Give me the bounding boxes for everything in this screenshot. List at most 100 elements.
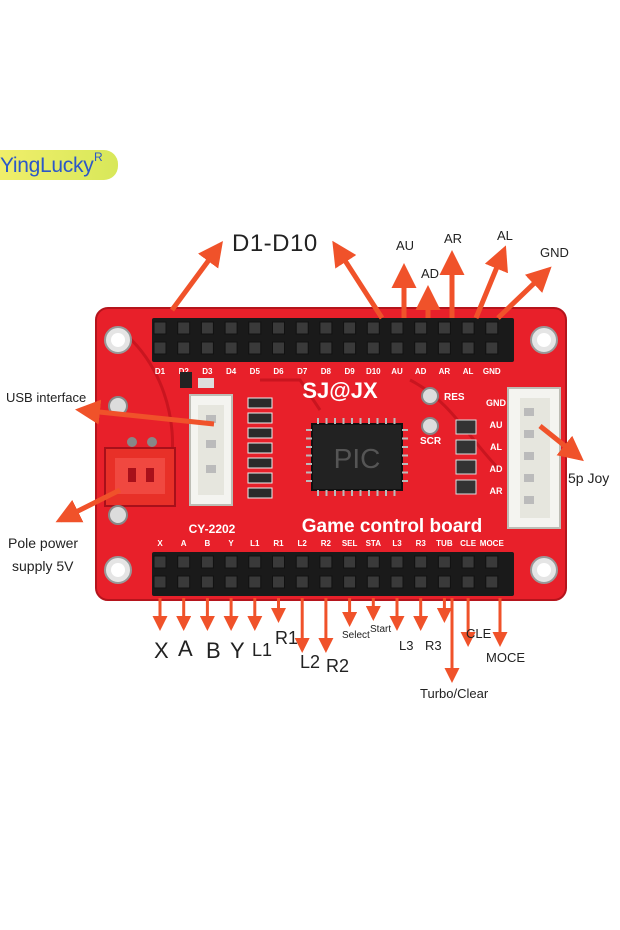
annotation-gnd: GND — [540, 245, 569, 260]
top-pin — [390, 321, 404, 335]
top-pin — [437, 321, 451, 335]
scr-pad — [421, 417, 439, 435]
top-pin-label: AU — [391, 367, 403, 376]
chip-marking: PIC — [334, 443, 381, 474]
top-pin — [248, 341, 262, 355]
annotation-moce: MOCE — [486, 650, 525, 665]
top-pin — [295, 341, 309, 355]
annotation-r1: R1 — [275, 628, 299, 648]
brand-name: YingLucky — [0, 154, 94, 177]
pad-2 — [147, 437, 157, 447]
bottom-pin-label: L3 — [392, 539, 402, 548]
annotation-au: AU — [396, 238, 415, 253]
top-pin — [461, 341, 475, 355]
bottom-pin — [200, 555, 214, 569]
top-pin-label: AD — [415, 367, 427, 376]
annotation-d-range: D1-D10 — [232, 230, 318, 257]
resistor — [247, 457, 273, 469]
top-pin-label: D6 — [273, 367, 284, 376]
side-pin-label: GND — [486, 398, 507, 408]
pad-1 — [127, 437, 137, 447]
bottom-pin — [366, 555, 380, 569]
bottom-pin — [200, 575, 214, 589]
bottom-pin — [390, 555, 404, 569]
top-pin-label: D10 — [366, 367, 381, 376]
annotation-pole-2: supply 5V — [12, 558, 74, 574]
annotation-start: Start — [370, 624, 392, 635]
annotation-cle: CLE — [466, 626, 492, 641]
annotation-al: AL — [497, 228, 513, 243]
scr-label: SCR — [420, 436, 442, 447]
annotation-l3: L3 — [399, 638, 414, 653]
bottom-pin — [224, 575, 238, 589]
resistor — [247, 412, 273, 424]
bottom-pin — [485, 575, 499, 589]
top-pin-label: D5 — [250, 367, 261, 376]
diode — [180, 372, 192, 388]
bottom-pin — [343, 555, 357, 569]
top-pin — [177, 321, 191, 335]
top-pin — [366, 321, 380, 335]
bottom-pin-label: TUB — [436, 539, 453, 548]
bottom-pin — [177, 575, 191, 589]
bottom-pin-label: Y — [228, 539, 234, 548]
main-chip: PIC — [306, 418, 408, 496]
top-pin — [461, 321, 475, 335]
bottom-pin — [153, 555, 167, 569]
annotation-turbo: Turbo/Clear — [420, 686, 489, 701]
top-pin — [390, 341, 404, 355]
bottom-pin-label: SEL — [342, 539, 358, 548]
resistor — [247, 442, 273, 454]
top-pin-label: D1 — [155, 367, 166, 376]
top-pin-label: D7 — [297, 367, 308, 376]
led — [455, 439, 477, 455]
bottom-pin-label: A — [181, 539, 187, 548]
brand-banner — [0, 150, 118, 180]
top-pin-label: D3 — [202, 367, 213, 376]
side-pin-label: AR — [490, 486, 503, 496]
board-model: SJ@JX — [302, 378, 378, 403]
bottom-pin-label: R2 — [321, 539, 332, 548]
top-pin — [153, 341, 167, 355]
top-pin — [414, 321, 428, 335]
bottom-pin-label: R1 — [273, 539, 284, 548]
board-title: Game control board — [302, 516, 483, 537]
status-leds — [455, 419, 477, 495]
bottom-pin-label: L1 — [250, 539, 260, 548]
mount-holes — [104, 326, 558, 584]
bottom-pin — [248, 575, 262, 589]
top-pin — [319, 341, 333, 355]
annotation-usb: USB interface — [6, 390, 87, 405]
bottom-pin-label: L2 — [298, 539, 308, 548]
bottom-pin — [319, 575, 333, 589]
bottom-pin-label: STA — [366, 539, 382, 548]
bottom-pin — [414, 555, 428, 569]
usb-screw-bottom — [108, 505, 128, 525]
resistor — [247, 472, 273, 484]
res-pad — [421, 387, 439, 405]
smd-part — [198, 378, 214, 388]
top-pin — [343, 321, 357, 335]
bottom-pin — [461, 555, 475, 569]
side-pin-label: AD — [490, 464, 503, 474]
top-pin — [200, 341, 214, 355]
top-pin-label: AL — [463, 367, 474, 376]
joy-connector — [507, 387, 561, 529]
top-pin-label: D9 — [344, 367, 355, 376]
side-pin-label: AL — [490, 442, 502, 452]
annotation-b: B — [206, 638, 221, 663]
resistor-array — [247, 397, 273, 499]
top-pin — [272, 341, 285, 355]
annotation-arrows — [55, 240, 584, 523]
top-pin — [177, 341, 191, 355]
side-pin-label: AU — [490, 420, 503, 430]
bottom-pin-label: R3 — [416, 539, 427, 548]
led — [455, 419, 477, 435]
resistor — [247, 487, 273, 499]
top-pin — [485, 321, 499, 335]
bottom-pin — [437, 575, 451, 589]
registered-mark: R — [94, 150, 103, 164]
annotation-a: A — [178, 636, 193, 661]
